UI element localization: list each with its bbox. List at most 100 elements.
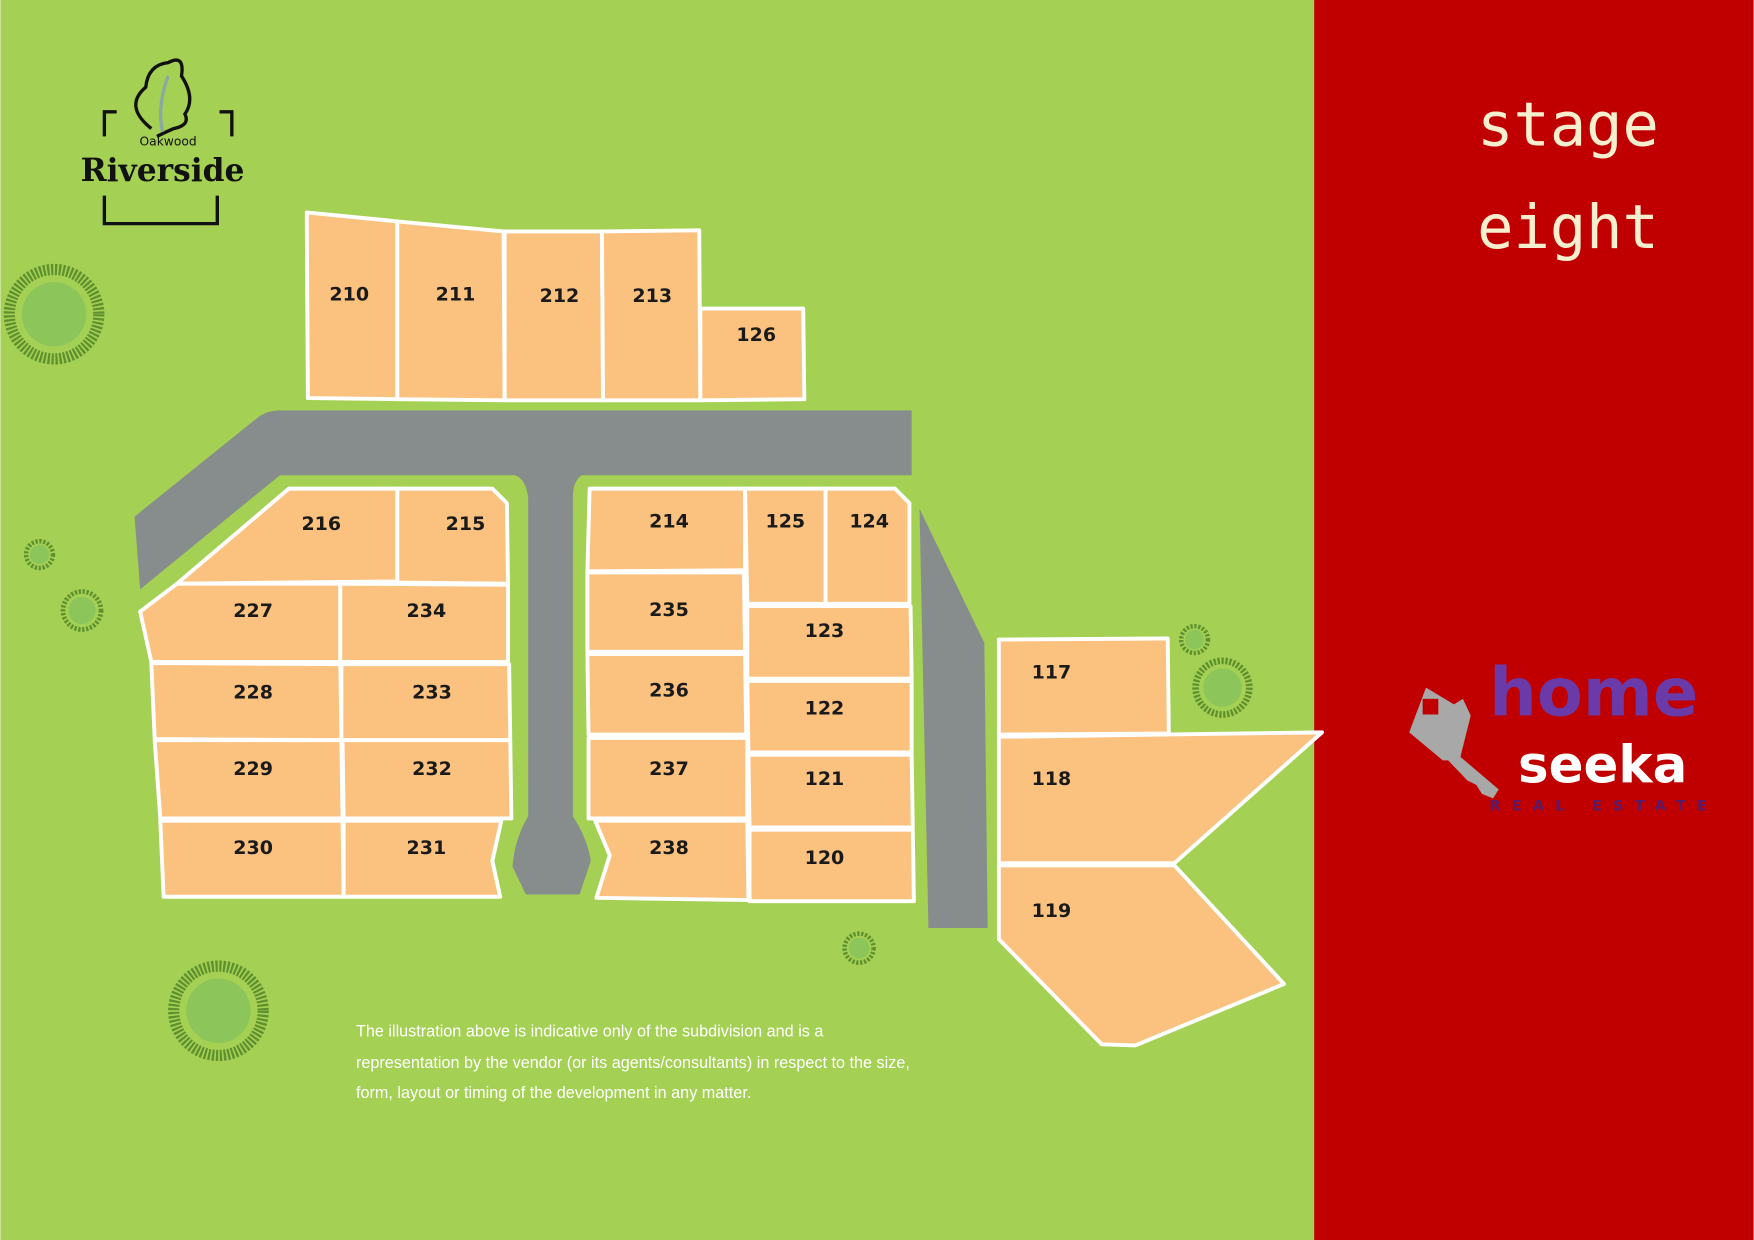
lot-number: 228 [233,682,273,704]
lot-shape[interactable] [996,863,1286,1048]
brand-seeka: seeka [1518,736,1687,796]
lot-number: 121 [805,768,845,790]
lot-shape[interactable] [746,752,915,830]
lot-shape[interactable] [743,486,828,606]
lot-number: 214 [649,511,689,533]
lot-shape[interactable] [585,570,748,654]
lot-124[interactable]: 124 [823,486,912,606]
tree-icon [60,589,104,632]
lot-shape[interactable] [745,678,914,755]
stage-title-line2: eight [1477,193,1659,263]
logo-small-text: Oakwood [140,134,197,148]
lot-shape[interactable] [996,730,1324,866]
leaf-icon [134,58,192,138]
roads [134,410,988,929]
lot-125[interactable]: 125 [743,486,828,606]
lot-233[interactable]: 233 [339,662,513,743]
lot-number: 213 [632,285,672,307]
lot-number: 229 [233,758,273,780]
lot-number: 231 [407,837,447,859]
oakwood-riverside-logo: Oakwood Riverside [81,58,245,226]
house-key-icon [1409,687,1499,799]
logo-big-text: Riverside [81,153,245,189]
lot-number: 233 [412,682,452,704]
disclaimer-line-3: form, layout or timing of the developmen… [356,1084,751,1102]
lot-number: 123 [805,620,845,642]
tree-icon [1178,623,1211,656]
tree-icon [842,931,876,965]
lot-228[interactable]: 228 [149,661,344,743]
lots-layer: 210 211 212 213 126 216 215 227 234 228 233 229 232 2… [138,210,1324,1048]
lot-214[interactable]: 214 [585,486,748,574]
lot-120[interactable]: 120 [747,827,916,904]
lot-236[interactable]: 236 [585,652,749,737]
lot-shape[interactable] [586,736,750,821]
lot-shape[interactable] [747,827,916,904]
tree-icon [168,960,269,1062]
lot-234[interactable]: 234 [338,581,510,664]
lot-shape[interactable] [304,210,400,402]
brand-home: home [1489,654,1698,732]
lot-235[interactable]: 235 [585,570,748,654]
red-side-panel [1314,0,1754,1240]
lot-shape[interactable] [395,219,507,403]
lot-231[interactable]: 231 [341,818,504,899]
lot-shape[interactable] [138,581,343,664]
lot-230[interactable]: 230 [158,818,346,899]
lot-number: 232 [412,758,452,780]
lot-shape[interactable] [395,486,510,586]
lot-118[interactable]: 118 [996,730,1324,866]
lot-123[interactable]: 123 [745,604,914,681]
disclaimer-line-2: representation by the vendor (or its age… [356,1054,910,1072]
lot-number: 216 [301,513,341,535]
lot-number: 210 [329,284,369,306]
lot-shape[interactable] [593,818,751,903]
lot-number: 227 [233,600,273,622]
lot-shape[interactable] [338,581,510,664]
lot-229[interactable]: 229 [152,738,345,821]
lot-126[interactable]: 126 [698,306,807,403]
homeseeka-logo: home seeka REAL ESTATE [1409,654,1718,815]
lot-number: 124 [849,511,889,533]
tree-icon [3,263,105,365]
lot-number: 125 [765,511,805,533]
lot-number: 237 [649,758,689,780]
lot-shape[interactable] [340,738,514,821]
tree-icon [23,538,56,571]
lot-232[interactable]: 232 [340,738,514,821]
stage-title-line1: stage [1477,90,1659,160]
lot-number: 211 [436,284,476,306]
lot-210[interactable]: 210 [304,210,400,402]
trees-layer [3,263,1253,1062]
lot-shape[interactable] [996,636,1171,737]
lot-shape[interactable] [823,486,912,606]
lot-number: 236 [649,680,689,702]
lot-number: 215 [446,513,486,535]
lot-shape[interactable] [745,604,914,681]
lot-215[interactable]: 215 [395,486,510,586]
lot-117[interactable]: 117 [996,636,1171,737]
lot-237[interactable]: 237 [586,736,750,821]
lot-122[interactable]: 122 [745,678,914,755]
tree-icon [1192,657,1253,718]
lot-number: 119 [1032,900,1072,922]
lot-121[interactable]: 121 [746,752,915,830]
lot-shape[interactable] [698,306,807,403]
road-main [134,410,912,895]
disclaimer-line-1: The illustration above is indicative onl… [356,1023,824,1041]
lot-119[interactable]: 119 [996,863,1286,1048]
lot-shape[interactable] [341,818,504,899]
brand-subtitle: REAL ESTATE [1489,799,1718,815]
lot-number: 235 [649,599,689,621]
lot-211[interactable]: 211 [395,219,507,403]
lot-238[interactable]: 238 [593,818,751,903]
lot-number: 120 [805,847,845,869]
lot-212[interactable]: 212 [502,229,606,403]
lot-227[interactable]: 227 [138,581,343,664]
lot-number: 118 [1032,768,1072,790]
logo-frame [102,110,234,226]
lot-shape[interactable] [502,229,606,403]
lot-shape[interactable] [599,228,703,403]
lot-213[interactable]: 213 [599,228,703,403]
